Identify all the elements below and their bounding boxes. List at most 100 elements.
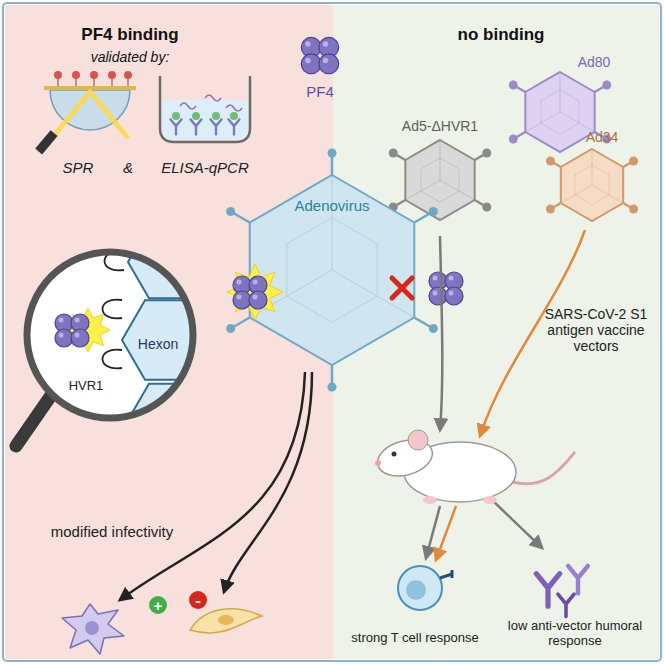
flow-arrows-part [436,506,456,560]
pf4-tetramer-part [323,58,329,64]
adenovirus-capsid-part [332,175,333,270]
ad5-dhvr1-virus-part [421,158,459,202]
spr-illustration-part [128,78,129,86]
ad34-virus-part [546,157,555,166]
pf4-tetramer-part [237,280,242,285]
protein-label: PF4 [306,83,334,100]
spr-illustration-part [112,78,113,86]
no-binding-mark [392,272,463,305]
elisa-well-part [160,76,250,142]
adenovirus-capsid-part [332,270,414,318]
elisa-well [160,76,250,142]
flow-arrows [120,230,585,600]
pf4-bound [227,264,283,320]
pf4-tetramer-part [449,276,454,281]
antibodies-part [536,574,559,607]
adenovirus-capsid-part [250,175,415,365]
ad5-dhvr1-virus-part [405,140,474,220]
vector-label: SARS-CoV-2 S1 antigen vaccine vectors [535,306,657,354]
elisa-well-part [192,112,200,120]
pf4-tetramer-part [323,41,329,47]
ad80-virus-part [602,81,611,90]
virus-label: Adenovirus [294,197,369,214]
pf4-tetramer-part [75,333,80,338]
adenovirus-capsid-part [226,324,235,333]
elisa-well-part [229,119,240,134]
binding-burst [227,264,283,320]
adenovirus-capsid-part [328,149,337,158]
pf4-tetramer [55,314,89,347]
ad5-dhvr1-virus-part [482,203,491,212]
pf4-tetramer [233,276,267,309]
mouse-part [375,460,381,466]
no-binding-mark-part [392,278,412,298]
ad5-dhvr1-virus-part [389,149,398,158]
magnifier-part [27,252,193,418]
plus-sign: + [154,598,163,613]
pf4-tetramer-part [237,295,242,300]
spr-illustration-part [52,92,128,138]
lens-content-part [122,300,214,380]
mouse-part [408,430,428,450]
pf4-tetramer-part [75,318,80,323]
ad80-virus-part [541,90,579,134]
ad34-virus-part [546,205,555,214]
elisa-well-part [171,119,182,134]
elisa-well-part [212,112,220,120]
ad80-virus-part [525,112,560,132]
magnifier [16,226,214,457]
lens-content-part [103,300,123,319]
t-cell-part [398,566,442,610]
ad80-virus-part [560,72,561,112]
mouse-part [392,452,397,457]
flow-arrows-part [224,372,312,592]
pf4-tetramer-part [253,280,258,285]
flow-arrows-part [440,236,442,430]
lens-content-part [103,350,123,369]
pf4-tetramer-part [429,287,447,305]
panel-heading: no binding [458,25,545,45]
pf4-tetramer-part [55,329,73,347]
pf4-tetramer-part [449,291,454,296]
pf4-tetramer-part [249,291,267,309]
pf4-tetramer-part [305,41,311,47]
mouse [374,430,575,504]
spr-illustration-part [124,71,132,79]
flow-arrows-part [426,506,440,558]
ad5-dhvr1-virus-part [405,180,440,200]
pf4-tetramer [429,272,463,305]
adenovirus-capsid-part [287,218,377,323]
conjunction-label: & [123,159,133,176]
binding-burst [66,308,110,352]
virus-label: Ad34 [586,129,619,145]
method-label: SPR [63,159,94,176]
elisa-well-part [180,103,196,109]
spr-illustration-part [90,71,98,79]
mouse-part [483,496,497,504]
pf4-free [301,37,338,73]
pf4-tetramer-part [319,54,339,74]
t-cell-part [440,570,452,578]
elisa-well-part [205,95,221,101]
virus-label: Ad80 [578,54,611,70]
antibodies-part [568,566,588,594]
pf4-tetramer-part [301,54,321,74]
adenovirus-capsid-part [429,324,438,333]
magnifier-part [16,394,52,446]
elisa-well-part [162,100,248,140]
elisa-well-part [226,105,242,111]
pf4-tetramer [301,37,338,73]
t-cell-part [406,580,426,600]
mouse-part [423,496,437,504]
pf4-tetramer-part [305,58,311,64]
minus-sign: - [195,592,201,609]
ad80-virus-part [509,81,518,90]
spr-illustration-part [35,130,57,154]
virus-label: Ad5-ΔHVR1 [402,118,478,134]
effect-label: modified infectivity [51,523,174,540]
binding-panel: PF4 bindingvalidated by: [5,5,333,659]
panel-background-part [3,3,661,661]
